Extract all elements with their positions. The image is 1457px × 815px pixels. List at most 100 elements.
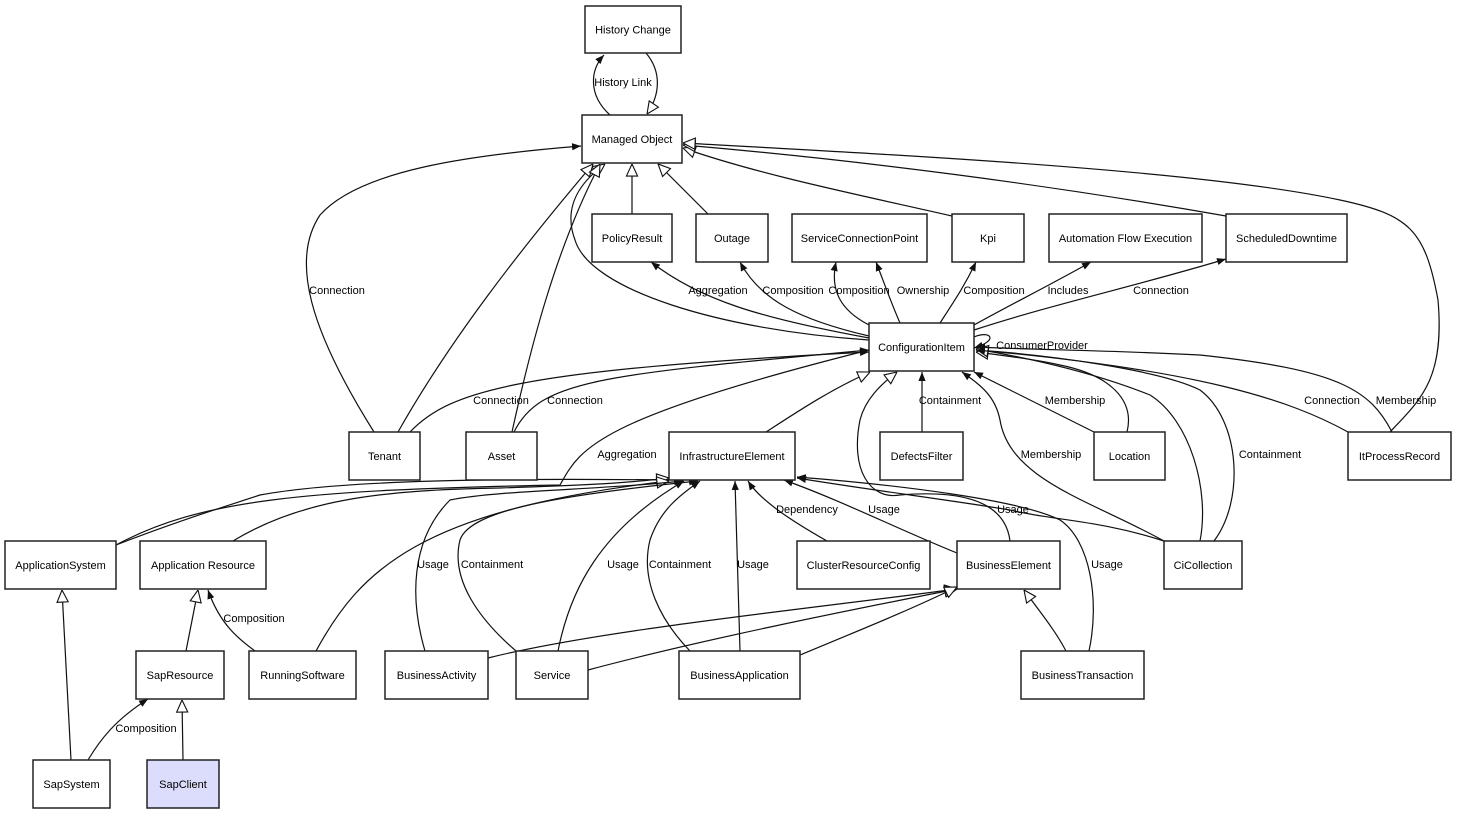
node-box[interactable] — [1048, 213, 1203, 263]
node-box[interactable] — [348, 431, 421, 481]
node-box[interactable] — [951, 213, 1025, 263]
node-business-element[interactable]: BusinessElement — [956, 540, 1061, 590]
inheritance-arrow — [683, 143, 1440, 433]
node-policy-result[interactable]: PolicyResult — [591, 213, 673, 263]
node-label: BusinessActivity — [397, 670, 477, 682]
node-sap-resource[interactable]: SapResource — [135, 650, 225, 700]
node-box[interactable] — [791, 213, 928, 263]
node-label: Managed Object — [592, 134, 673, 146]
node-tenant[interactable]: Tenant — [348, 431, 421, 481]
association-arrow — [973, 261, 1092, 326]
inheritance-arrow — [511, 164, 600, 433]
node-application-system[interactable]: ApplicationSystem — [4, 540, 117, 590]
node-configuration-item[interactable]: ConfigurationItem — [868, 322, 975, 372]
node-defects-filter[interactable]: DefectsFilter — [879, 431, 964, 481]
node-service-connection-point[interactable]: ServiceConnectionPoint — [791, 213, 928, 263]
node-business-activity[interactable]: BusinessActivity — [384, 650, 489, 700]
edge-label: Composition — [828, 285, 889, 297]
node-outage[interactable]: Outage — [695, 213, 769, 263]
node-it-process-record[interactable]: ItProcessRecord — [1347, 431, 1452, 481]
inheritance-arrow — [1024, 590, 1067, 652]
node-label: Automation Flow Execution — [1059, 233, 1192, 245]
inheritance-arrow — [587, 589, 957, 671]
edge-configuration-item-to-service-connection-point — [875, 261, 901, 324]
node-box[interactable] — [135, 650, 225, 700]
node-automation-flow-execution[interactable]: Automation Flow Execution — [1048, 213, 1203, 263]
node-box[interactable] — [796, 540, 931, 590]
edge-tenant-to-managed-object — [305, 143, 582, 433]
node-box[interactable] — [465, 431, 538, 481]
edge-label: Connection — [1133, 285, 1189, 297]
edge-configuration-item-to-automation-flow-execution — [973, 261, 1092, 326]
node-asset[interactable]: Asset — [465, 431, 538, 481]
node-box[interactable] — [1020, 650, 1145, 700]
node-history-change[interactable]: History Change — [584, 5, 682, 54]
edge-label: Containment — [461, 559, 523, 571]
association-arrow — [975, 347, 1349, 433]
node-box[interactable] — [868, 322, 975, 372]
inheritance-arrow — [658, 164, 709, 215]
node-box[interactable] — [591, 213, 673, 263]
node-label: SapResource — [147, 670, 214, 682]
edge-tenant-to-configuration-item — [409, 348, 870, 433]
node-business-transaction[interactable]: BusinessTransaction — [1020, 650, 1145, 700]
node-box[interactable] — [139, 540, 267, 590]
node-sap-system[interactable]: SapSystem — [32, 759, 111, 809]
association-arrow — [975, 343, 1393, 433]
association-arrow — [115, 348, 870, 546]
edge-label: Membership — [1021, 449, 1082, 461]
node-box[interactable] — [956, 540, 1061, 590]
node-kpi[interactable]: Kpi — [951, 213, 1025, 263]
node-box[interactable] — [879, 431, 964, 481]
node-scheduled-downtime[interactable]: ScheduledDowntime — [1225, 213, 1348, 263]
node-box[interactable] — [1163, 540, 1243, 590]
node-box[interactable] — [146, 759, 220, 809]
inheritance-arrow — [645, 52, 657, 114]
edge-service-to-infrastructure-element — [557, 480, 685, 652]
association-arrow — [973, 258, 1227, 331]
edge-label: Connection — [309, 285, 365, 297]
edge-outage-to-managed-object — [658, 164, 709, 215]
node-box[interactable] — [1225, 213, 1348, 263]
association-arrow — [557, 480, 685, 652]
association-arrow — [739, 261, 870, 337]
node-box[interactable] — [584, 5, 682, 54]
edges-layer — [62, 52, 1440, 761]
inheritance-arrow — [487, 589, 957, 659]
node-label: Service — [534, 670, 571, 682]
edge-running-software-to-infrastructure-element — [315, 481, 669, 652]
edge-label: Usage — [417, 559, 449, 571]
node-box[interactable] — [1347, 431, 1452, 481]
edge-business-activity-to-infrastructure-element — [415, 478, 684, 652]
node-box[interactable] — [384, 650, 489, 700]
node-managed-object[interactable]: Managed Object — [581, 114, 683, 164]
edge-label: Includes — [1048, 285, 1089, 297]
node-box[interactable] — [668, 431, 796, 481]
node-infrastructure-element[interactable]: InfrastructureElement — [668, 431, 796, 481]
node-label: RunningSoftware — [260, 670, 344, 682]
edge-configuration-item-to-scheduled-downtime — [973, 258, 1227, 331]
node-ci-collection[interactable]: CiCollection — [1163, 540, 1243, 590]
node-sap-client[interactable]: SapClient — [146, 759, 220, 809]
association-arrow — [207, 589, 256, 652]
node-service[interactable]: Service — [515, 650, 589, 700]
edge-business-element-to-infrastructure-element — [783, 479, 958, 554]
node-box[interactable] — [32, 759, 111, 809]
edge-sap-client-to-sap-resource — [182, 700, 183, 761]
node-cluster-resource-config[interactable]: ClusterResourceConfig — [796, 540, 931, 590]
node-box[interactable] — [581, 114, 683, 164]
node-business-application[interactable]: BusinessApplication — [678, 650, 801, 700]
edge-label: Membership — [1045, 395, 1106, 407]
node-running-software[interactable]: RunningSoftware — [248, 650, 357, 700]
node-box[interactable] — [515, 650, 589, 700]
node-location[interactable]: Location — [1093, 431, 1166, 481]
node-label: BusinessTransaction — [1032, 670, 1134, 682]
edge-label: Connection — [1304, 395, 1360, 407]
node-box[interactable] — [1093, 431, 1166, 481]
node-application-resource[interactable]: Application Resource — [139, 540, 267, 590]
node-box[interactable] — [4, 540, 117, 590]
node-box[interactable] — [695, 213, 769, 263]
edge-kpi-to-managed-object — [683, 148, 953, 217]
node-box[interactable] — [248, 650, 357, 700]
node-box[interactable] — [678, 650, 801, 700]
